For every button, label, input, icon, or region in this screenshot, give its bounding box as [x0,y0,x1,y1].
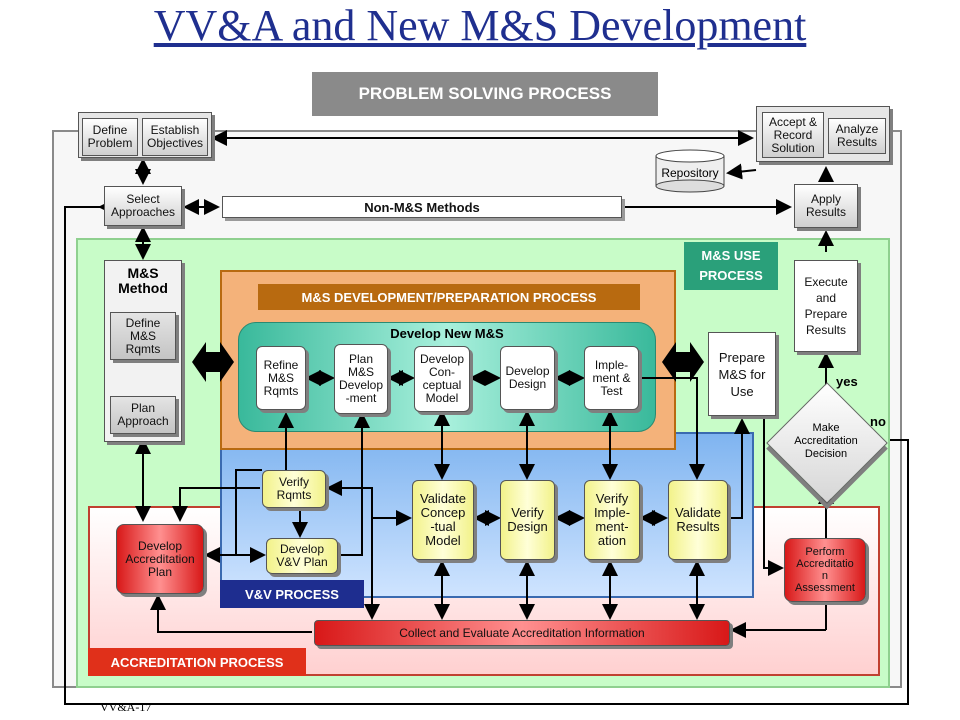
develop-conceptual-model: Develop Con- ceptual Model [414,346,470,412]
left-double-arrow [192,342,234,382]
yes-label: yes [836,374,858,389]
develop-design: Develop Design [500,346,555,410]
develop-new-ms-label: Develop New M&S [390,326,504,341]
analyze-results: Analyze Results [828,118,886,154]
ms-dev-header: M&S DEVELOPMENT/PREPARATION PROCESS [258,284,640,310]
implement-and-test: Imple- ment & Test [584,346,639,410]
right-double-arrow [662,342,704,382]
refine-ms-rqmts: Refine M&S Rqmts [256,346,306,410]
verify-implementation: Verify Imple- ment- ation [584,480,640,560]
verify-design: Verify Design [500,480,555,560]
verify-rqmts: Verify Rqmts [262,470,326,508]
prepare-ms-for-use: Prepare M&S for Use [708,332,776,416]
select-approaches: Select Approaches [104,186,182,226]
make-accreditation-decision: Make Accreditation Decision [794,422,858,460]
define-problem: Define Problem [82,118,138,156]
collect-evaluate-accreditation-info: Collect and Evaluate Accreditation Infor… [314,620,730,646]
perform-accreditation-assessment: Perform Accreditatio n Assessment [784,538,866,602]
develop-vv-plan: Develop V&V Plan [266,538,338,574]
define-ms-rqmts: Define M&S Rqmts [110,312,176,360]
vv-label: V&V PROCESS [220,580,364,608]
accreditation-label: ACCREDITATION PROCESS [88,648,306,676]
develop-accreditation-plan: Develop Accreditation Plan [116,524,204,594]
slide-footer: VV&A-17 [100,700,152,714]
non-ms-methods: Non-M&S Methods [222,196,622,218]
plan-ms-development: Plan M&S Develop -ment [334,344,388,414]
repository-cylinder [655,149,725,193]
ms-use-label: M&S USE PROCESS [684,242,778,290]
ms-method-title: M&S Method [118,265,168,296]
apply-results: Apply Results [794,184,858,228]
establish-objectives: Establish Objectives [142,118,208,156]
repository-label: Repository [661,166,719,180]
execute-prepare-results: Execute and Prepare Results [794,260,858,352]
validate-results: Validate Results [668,480,728,560]
problem-solving-header: PROBLEM SOLVING PROCESS [312,72,658,116]
accept-record-solution: Accept & Record Solution [762,112,824,158]
no-label: no [870,414,886,429]
page-title: VV&A and New M&S Development [153,1,807,50]
validate-conceptual-model: Validate Concep -tual Model [412,480,474,560]
plan-approach: Plan Approach [110,396,176,434]
